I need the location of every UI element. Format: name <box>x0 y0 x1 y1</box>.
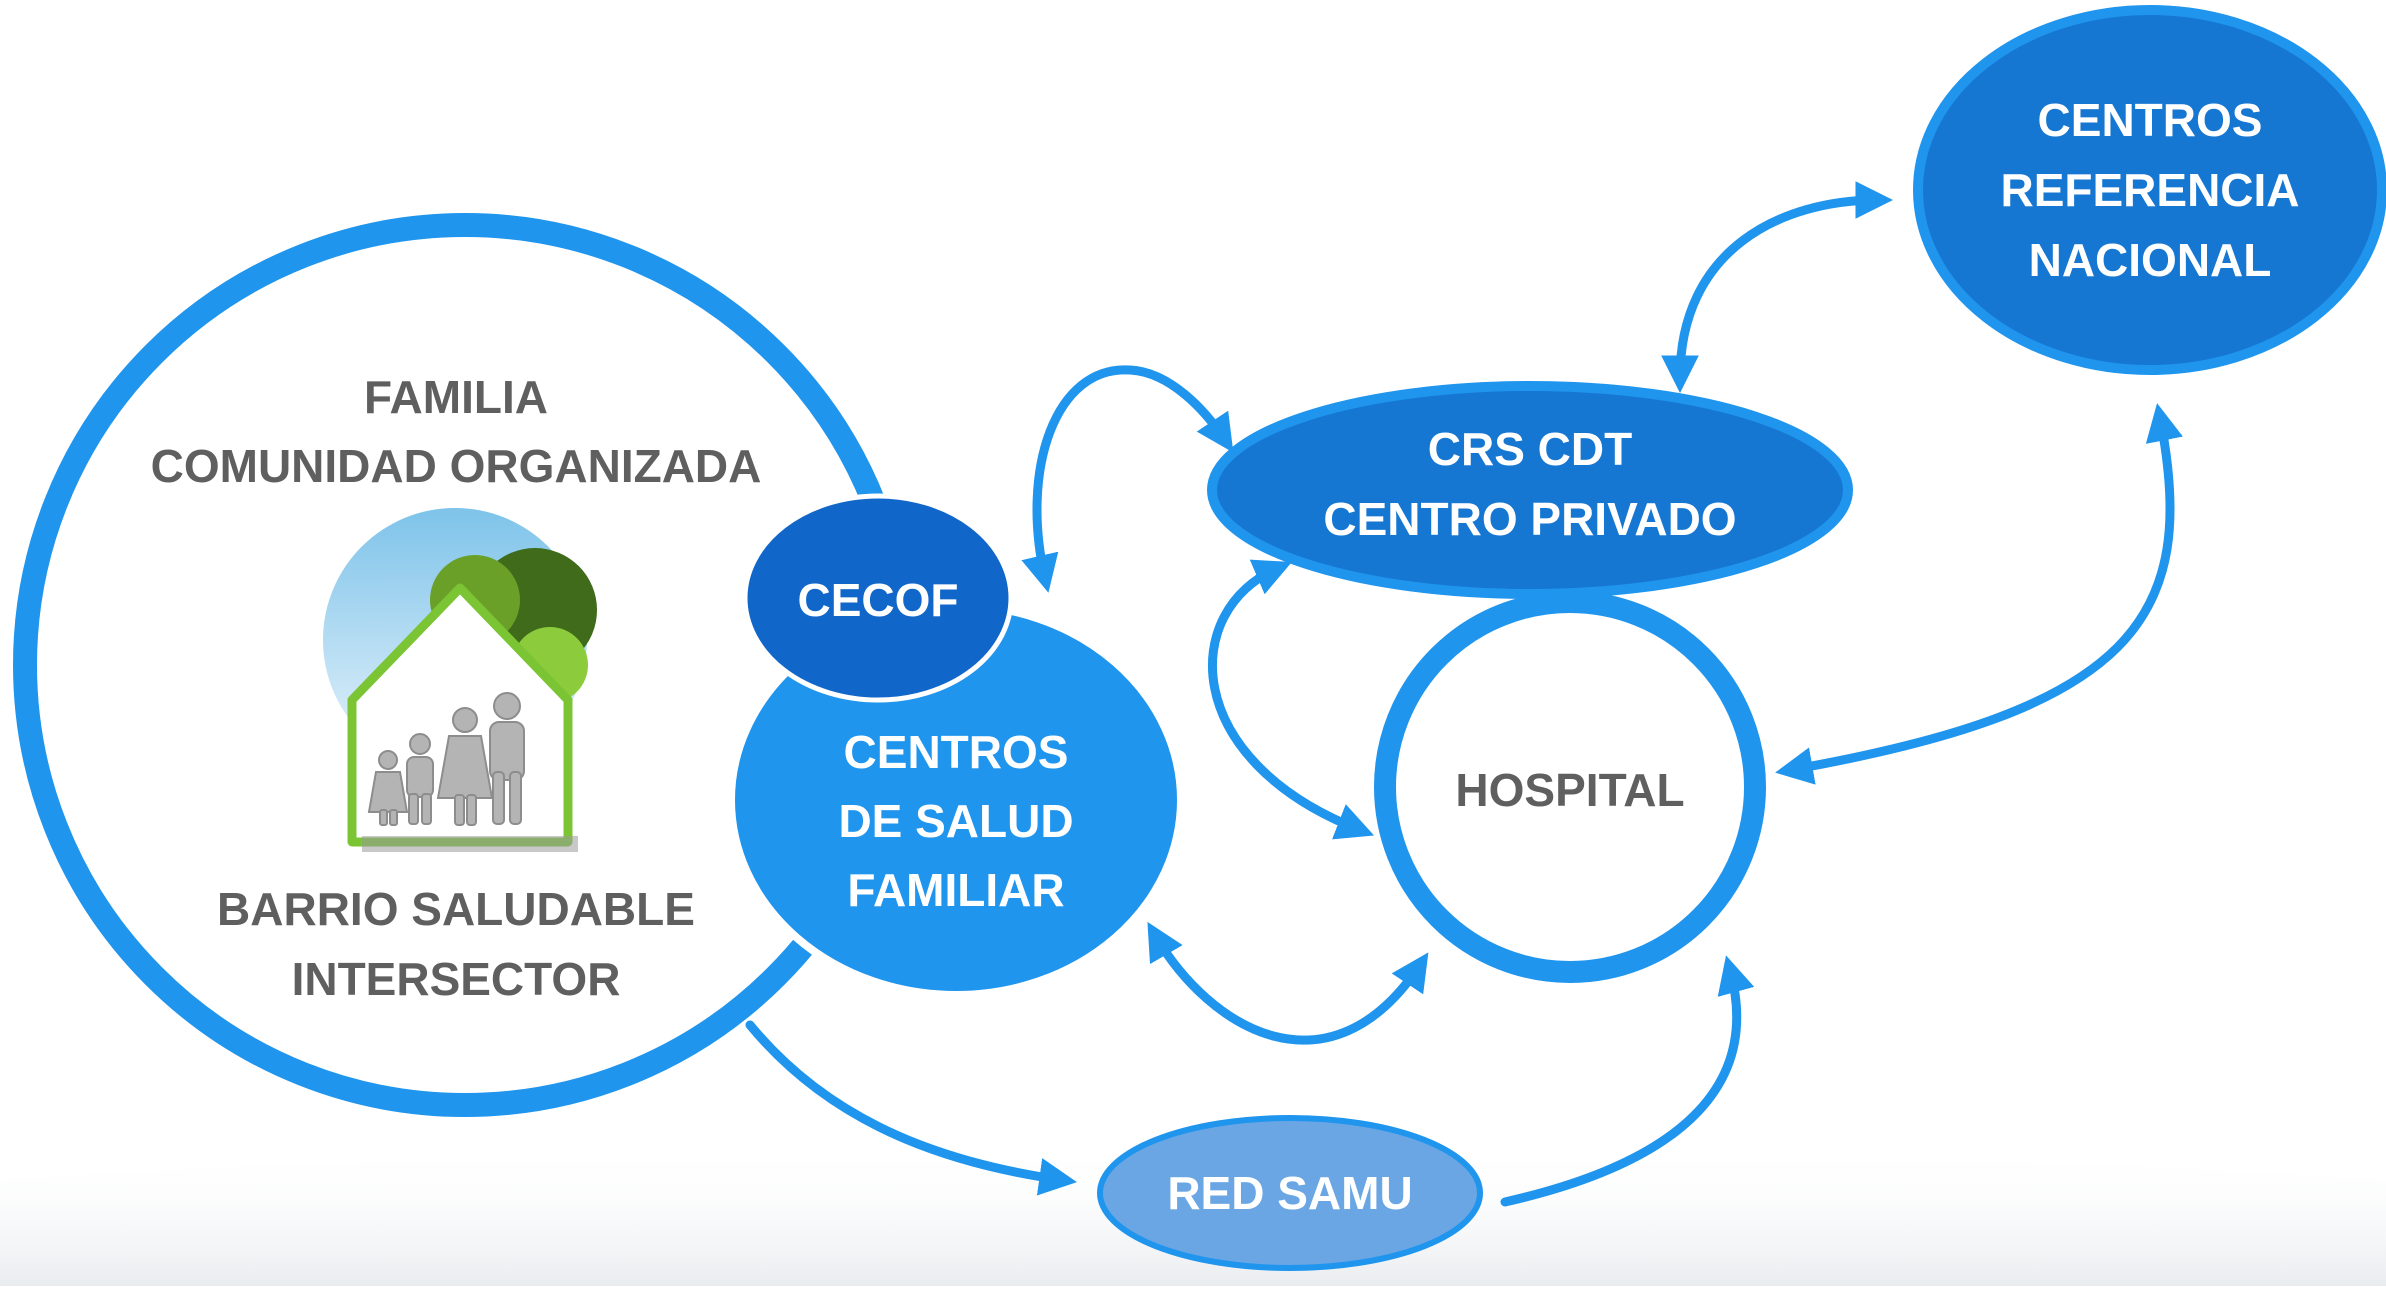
arrow-crs-referencia <box>1661 181 1894 394</box>
hospital-node[interactable]: HOSPITAL <box>1374 591 1766 983</box>
community-label-comunidad: COMUNIDAD ORGANIZADA <box>151 440 762 492</box>
arrow-crs-hospital <box>1208 559 1375 840</box>
family-house-icon <box>323 508 597 852</box>
crs-label-line2: CENTRO PRIVADO <box>1323 493 1736 545</box>
crs-label-line1: CRS CDT <box>1428 423 1632 475</box>
referencia-node[interactable]: CENTROS REFERENCIA NACIONAL <box>1913 5 2386 375</box>
referencia-label-line3: NACIONAL <box>2029 234 2272 286</box>
cesfam-node[interactable]: CENTROS DE SALUD FAMILIAR <box>727 601 1185 999</box>
arrow-hospital-referencia <box>1775 403 2183 785</box>
referencia-label-line2: REFERENCIA <box>2000 164 2299 216</box>
arrow-community-samu <box>745 1020 1077 1196</box>
cecof-label: CECOF <box>798 574 959 626</box>
samu-node[interactable]: RED SAMU <box>1097 1115 1483 1271</box>
cecof-node[interactable]: CECOF <box>742 493 1014 703</box>
cesfam-label-line1: CENTROS <box>844 726 1069 778</box>
hospital-label: HOSPITAL <box>1455 764 1684 816</box>
referencia-label-line1: CENTROS <box>2038 94 2263 146</box>
community-label-barrio: BARRIO SALUDABLE <box>217 883 695 935</box>
cesfam-label-line2: DE SALUD <box>838 795 1073 847</box>
cesfam-label-line3: FAMILIAR <box>847 864 1064 916</box>
community-label-familia: FAMILIA <box>364 371 548 423</box>
connector-arrows <box>745 181 2183 1207</box>
samu-label: RED SAMU <box>1167 1167 1412 1219</box>
arrow-samu-hospital <box>1500 955 1755 1207</box>
crs-node[interactable]: CRS CDT CENTRO PRIVADO <box>1207 381 1853 599</box>
arrow-cesfam-crs <box>1021 365 1234 593</box>
arrow-cesfam-hospital <box>1147 921 1429 1045</box>
community-label-intersector: INTERSECTOR <box>292 953 621 1005</box>
